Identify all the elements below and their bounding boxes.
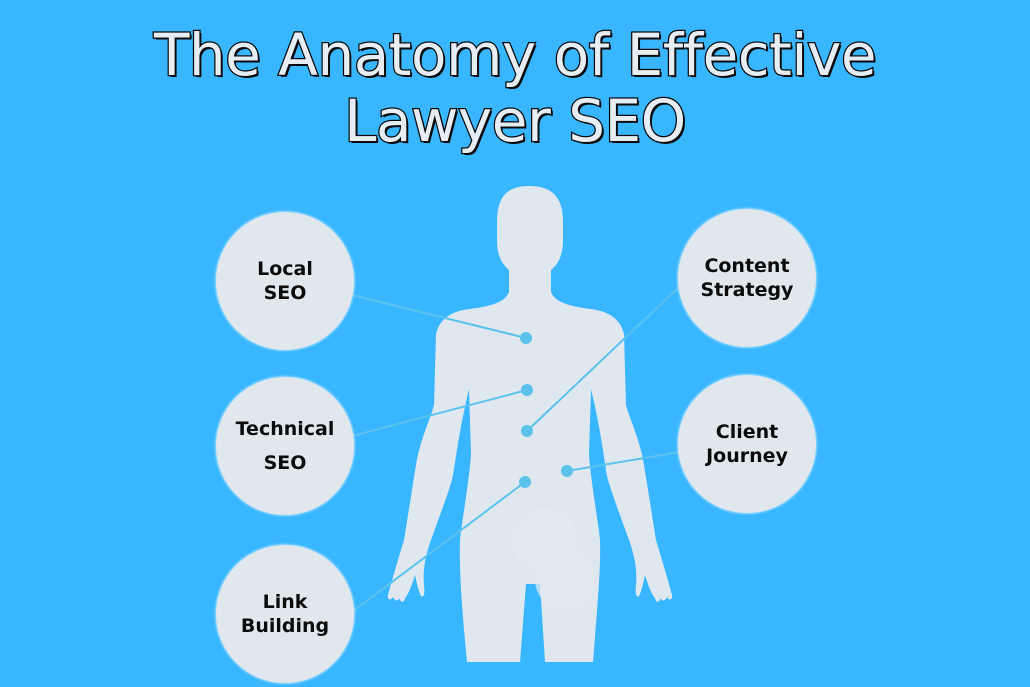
connector-lines bbox=[351, 284, 682, 613]
node-local-seo: Local SEO bbox=[216, 212, 354, 350]
title-line-2: Lawyer SEO bbox=[343, 87, 688, 156]
head-shape bbox=[497, 186, 563, 270]
node-link-building-line1: Link bbox=[262, 591, 308, 613]
node-client-journey: Client Journey bbox=[678, 375, 816, 513]
node-technical-seo-line1: Technical bbox=[235, 418, 335, 440]
node-link-building: Link Building bbox=[216, 545, 354, 683]
node-client-journey-line2: Journey bbox=[706, 445, 788, 467]
dot-technical-seo bbox=[521, 384, 533, 396]
node-technical-seo-line2: SEO bbox=[263, 452, 307, 474]
connector-technical-seo bbox=[351, 389, 528, 437]
title-line-1: The Anatomy of Effective bbox=[153, 21, 878, 90]
connector-dots bbox=[519, 332, 573, 488]
dot-local-seo bbox=[520, 332, 532, 344]
dot-content-strategy bbox=[521, 425, 533, 437]
node-content-strategy: Content Strategy bbox=[678, 209, 816, 347]
node-content-strategy-line2: Strategy bbox=[700, 279, 794, 301]
node-client-journey-line1: Client bbox=[715, 421, 779, 443]
node-local-seo-line2: SEO bbox=[263, 282, 307, 304]
connector-link-building bbox=[351, 481, 526, 613]
connector-local-seo bbox=[351, 294, 527, 339]
connector-client-journey bbox=[566, 451, 681, 472]
connector-content-strategy bbox=[526, 284, 682, 432]
node-content-strategy-line1: Content bbox=[704, 255, 790, 277]
body-silhouette bbox=[387, 186, 673, 662]
node-technical-seo: Technical SEO bbox=[216, 377, 354, 515]
hip-highlight bbox=[513, 508, 595, 610]
infographic-title: The Anatomy of Effective Lawyer SEO bbox=[0, 21, 1030, 156]
dot-link-building bbox=[519, 476, 531, 488]
dot-client-journey bbox=[561, 465, 573, 477]
torso-shape bbox=[387, 266, 673, 662]
node-link-building-line2: Building bbox=[240, 615, 330, 637]
node-local-seo-line1: Local bbox=[257, 258, 313, 280]
